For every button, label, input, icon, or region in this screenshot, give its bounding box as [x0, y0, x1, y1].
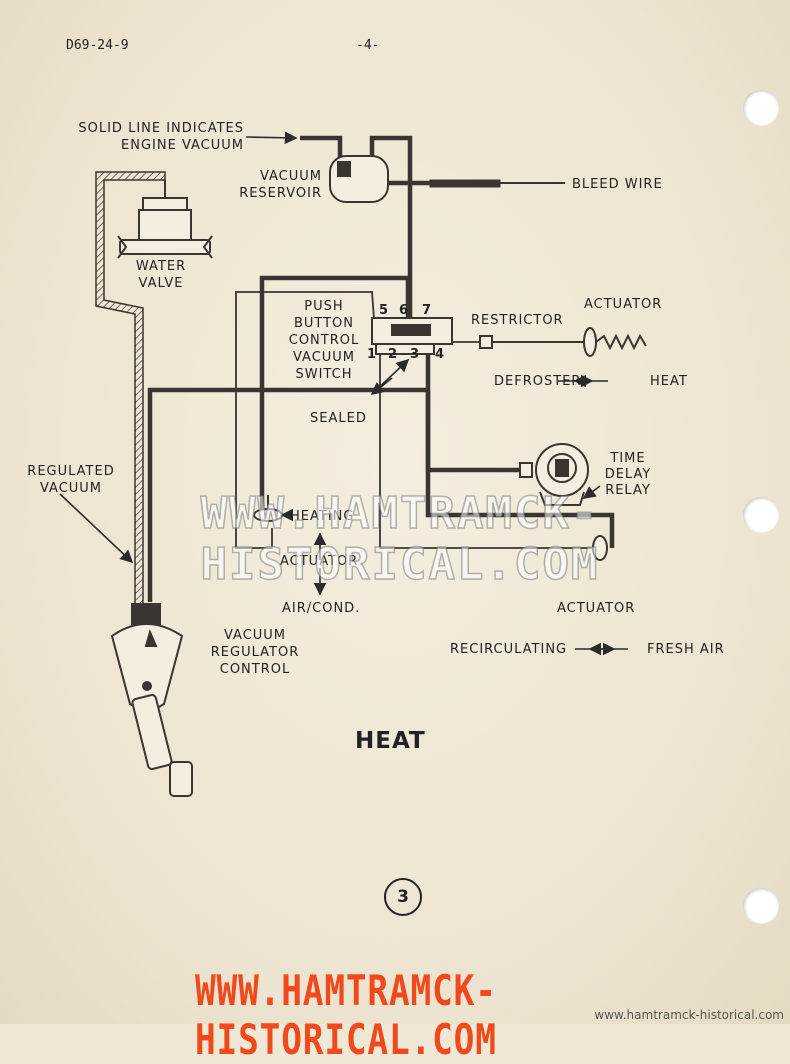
- label-vacuum-reservoir-1: VACUUM: [259, 169, 322, 184]
- vacuum-schematic: [59, 131, 647, 797]
- binder-hole: [743, 90, 779, 126]
- label-air-cond: AIR/COND.: [282, 601, 361, 616]
- label-water-valve-2: VALVE: [138, 276, 184, 291]
- label-regulated-vacuum-2: VACUUM: [39, 481, 103, 496]
- water-valve: [117, 180, 213, 259]
- label-actuator-right: ACTUATOR: [557, 601, 636, 616]
- port-label-4: 4: [435, 347, 446, 362]
- label-solid-line: SOLID LINE INDICATES: [78, 121, 244, 136]
- regulated-vacuum-lines: [235, 291, 598, 549]
- bleed-wire: [429, 179, 565, 188]
- label-sealed: SEALED: [310, 411, 367, 426]
- right-actuator: [592, 535, 608, 561]
- label-engine-vacuum: ENGINE VACUUM: [121, 138, 244, 153]
- label-push-button-3: CONTROL: [288, 333, 360, 348]
- label-push-button-4: VACUUM: [292, 350, 356, 365]
- page-number-badge: 3: [384, 878, 422, 916]
- label-vacuum-reservoir-2: RESERVOIR: [239, 186, 322, 201]
- push-button-switch: [371, 317, 453, 355]
- label-recirculating: RECIRCULATING: [450, 642, 568, 657]
- label-vacuum-regulator-3: CONTROL: [219, 662, 291, 677]
- diagram-page: [0, 0, 790, 1024]
- watermark-corner: www.hamtramck-historical.com: [594, 1008, 784, 1022]
- diagram-title: HEAT: [355, 728, 426, 754]
- label-time-delay-1: TIME: [610, 451, 646, 466]
- label-time-delay-3: RELAY: [605, 483, 651, 498]
- label-heating: HEATING: [290, 509, 355, 524]
- page-marker: -4-: [356, 38, 380, 53]
- label-water-valve-1: WATER: [135, 259, 187, 274]
- port-label-1: 1: [367, 347, 378, 362]
- port-label-2: 2: [388, 347, 399, 362]
- regulated-vacuum-duct: [95, 171, 166, 606]
- label-actuator-mid: ACTUATOR: [280, 554, 359, 569]
- binder-hole: [743, 497, 779, 533]
- document-id: D69-24-9: [66, 38, 129, 53]
- time-delay-relay: [519, 443, 589, 506]
- port-label-3: 3: [410, 347, 421, 362]
- port-label-5: 5: [379, 303, 390, 318]
- callout-arrows: [59, 131, 628, 656]
- label-bleed-wire: BLEED WIRE: [572, 177, 663, 192]
- binder-hole: [743, 888, 779, 924]
- label-heat: HEAT: [650, 374, 688, 389]
- label-defroster: DEFROSTER: [494, 374, 582, 389]
- label-actuator-top: ACTUATOR: [584, 297, 663, 312]
- label-push-button-2: BUTTON: [293, 316, 355, 331]
- label-push-button-5: SWITCH: [295, 367, 353, 382]
- restrictor-actuator: [479, 327, 647, 357]
- port-label-6: 6: [399, 303, 410, 318]
- vacuum-reservoir: [329, 155, 389, 203]
- label-time-delay-2: DELAY: [604, 467, 652, 482]
- watermark-middle: WWW.HAMTRAMCK-HISTORICAL.COM: [200, 487, 600, 591]
- label-vacuum-regulator-2: REGULATOR: [210, 645, 300, 660]
- label-fresh-air: FRESH AIR: [647, 642, 725, 657]
- vacuum-regulator-control: [110, 603, 193, 797]
- label-push-button-1: PUSH: [304, 299, 344, 314]
- label-vacuum-regulator-1: VACUUM: [223, 628, 287, 643]
- port-label-7: 7: [422, 303, 433, 318]
- label-regulated-vacuum-1: REGULATED: [27, 464, 115, 479]
- label-restrictor: RESTRICTOR: [471, 313, 564, 328]
